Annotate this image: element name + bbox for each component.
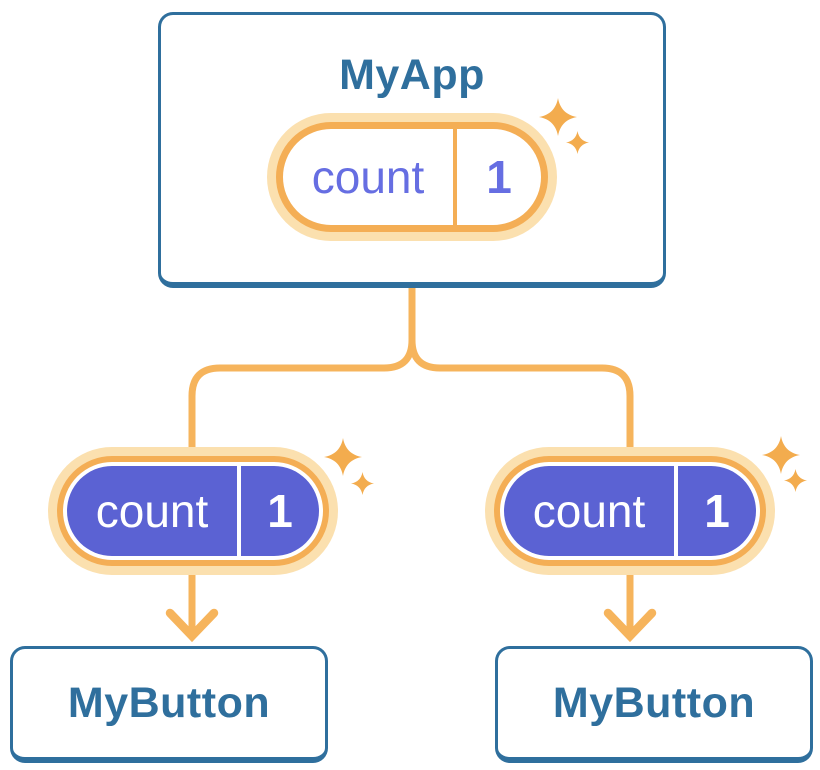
child-component-title: MyButton: [552, 679, 756, 727]
left-child-component-card: MyButton: [10, 646, 328, 763]
prop-name-label: count: [95, 485, 209, 537]
pill-divider: [674, 466, 678, 556]
sparkle-small-icon: [351, 472, 374, 495]
prop-value-label: 1: [267, 485, 293, 537]
right-branch-line: [408, 282, 634, 630]
left-prop-pill-core: count 1: [67, 466, 319, 556]
left-arrow-icon: [165, 608, 219, 643]
sparkle-small-icon: [566, 131, 589, 154]
sparkle-small-icon: [784, 469, 807, 492]
prop-name-label: count: [532, 485, 646, 537]
state-value-label: 1: [486, 151, 512, 203]
right-prop-pill-core: count 1: [504, 466, 756, 556]
root-component-title: MyApp: [339, 51, 485, 99]
sparkle-icon: [324, 438, 362, 476]
right-arrow-icon: [603, 608, 657, 643]
prop-value-label: 1: [704, 485, 730, 537]
pill-divider: [237, 466, 241, 556]
right-child-component-card: MyButton: [495, 646, 813, 763]
right-prop-pill: count 1: [494, 456, 766, 566]
pill-divider: [453, 129, 457, 225]
child-component-title: MyButton: [67, 679, 271, 727]
sparkle-icon: [762, 436, 800, 474]
sparkle-icon: [539, 98, 577, 136]
state-name-label: count: [311, 151, 425, 203]
root-component-card: MyApp count 1: [158, 12, 666, 288]
root-state-pill: count 1: [276, 122, 548, 232]
left-prop-pill: count 1: [57, 456, 329, 566]
